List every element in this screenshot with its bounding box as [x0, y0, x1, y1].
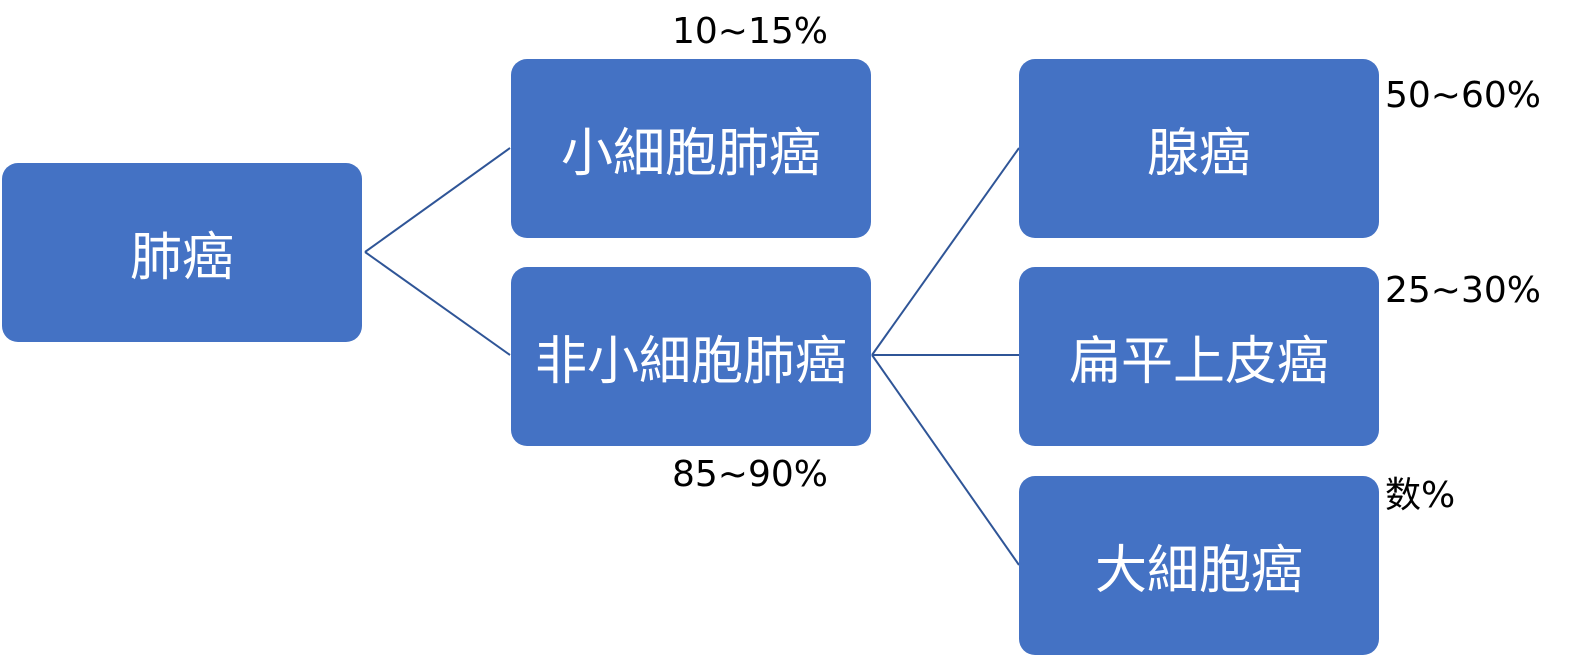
node-squamous-cell-carcinoma-label: 扁平上皮癌	[1068, 332, 1329, 392]
node-large-cell-carcinoma: 大細胞癌	[1019, 476, 1379, 655]
node-squamous-cell-carcinoma: 扁平上皮癌	[1019, 267, 1379, 446]
connector-nsclc-to-adenocarcinoma	[871, 147, 1020, 356]
share-non-small-cell-label: 85~90%	[672, 454, 828, 495]
node-large-cell-carcinoma-label: 大細胞癌	[1094, 541, 1303, 601]
node-non-small-cell-lung-cancer: 非小細胞肺癌	[511, 267, 871, 446]
node-lung-cancer-label: 肺癌	[129, 228, 234, 288]
share-squamous-label: 25~30%	[1385, 270, 1541, 311]
share-large-cell-label: 数%	[1385, 475, 1456, 516]
node-non-small-cell-lung-cancer-label: 非小細胞肺癌	[534, 332, 847, 392]
node-adenocarcinoma-label: 腺癌	[1146, 124, 1251, 184]
connector-root-to-small-cell	[364, 147, 511, 253]
node-adenocarcinoma: 腺癌	[1019, 59, 1379, 238]
share-small-cell-label: 10~15%	[672, 11, 828, 52]
node-lung-cancer: 肺癌	[2, 163, 362, 342]
node-small-cell-lung-cancer: 小細胞肺癌	[511, 59, 871, 238]
connector-nsclc-to-large-cell	[871, 354, 1020, 566]
connector-root-to-non-small-cell	[364, 251, 511, 356]
share-adenocarcinoma-label: 50~60%	[1385, 75, 1541, 116]
node-small-cell-lung-cancer-label: 小細胞肺癌	[560, 124, 821, 184]
